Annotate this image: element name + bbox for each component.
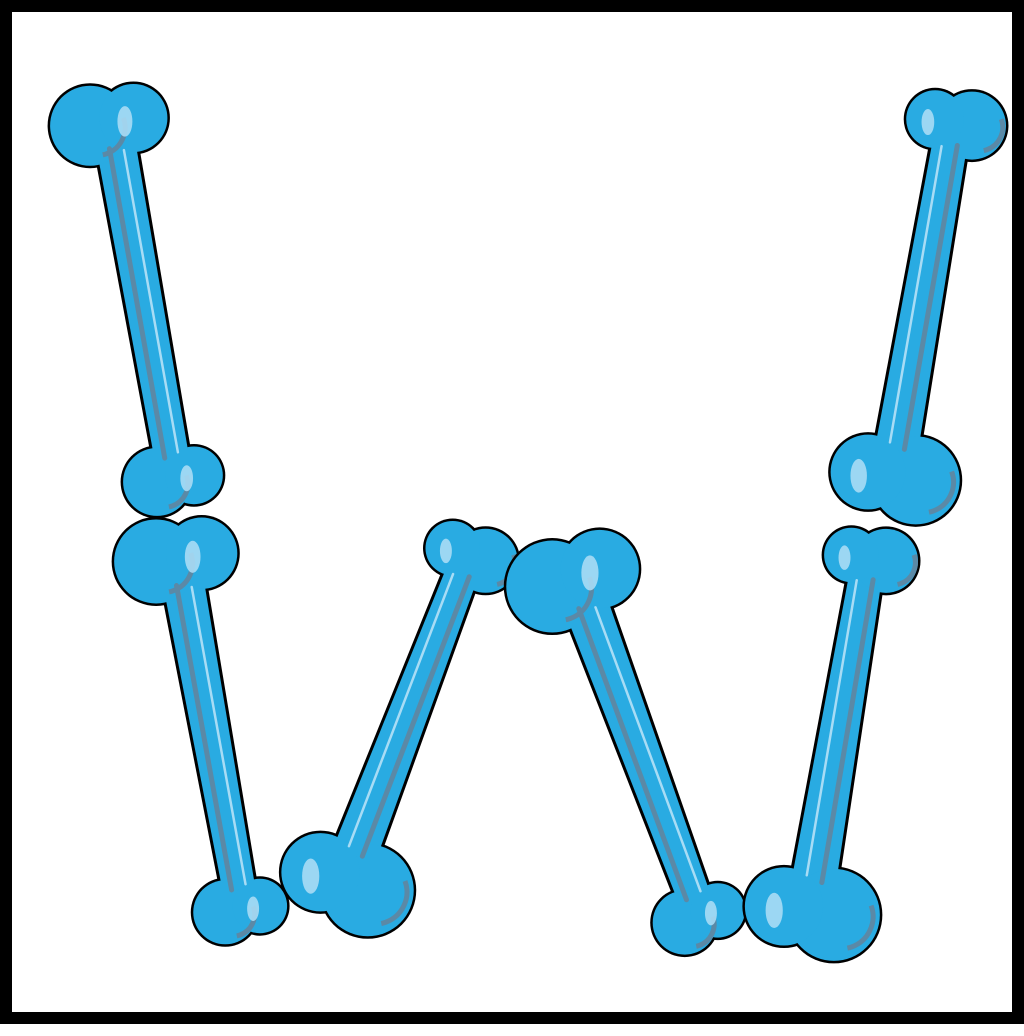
bone-shadow: [340, 857, 410, 927]
bone-shadow: [889, 448, 957, 516]
bone-knob: [744, 867, 824, 946]
bone-shadow: [868, 537, 918, 588]
bone-inner-right: [503, 527, 748, 958]
bone-knob: [165, 446, 223, 505]
bone-shaft-highlight: [347, 572, 455, 848]
bone-shaft-highlight: [805, 578, 858, 877]
bone-knob: [425, 520, 480, 576]
bone-shaft-shadow: [359, 574, 472, 859]
bone-knob: [560, 529, 639, 609]
bone-shadow: [806, 881, 876, 952]
bone-shaft-highlight: [888, 144, 943, 444]
bone-right-upper: [828, 87, 1009, 527]
bone-highlight: [439, 538, 452, 564]
bone-shaft: [318, 541, 487, 901]
bone-highlight: [581, 555, 599, 591]
bone-knob: [830, 434, 906, 510]
bone-shaft-shadow: [106, 146, 168, 461]
bone-knob: [165, 517, 238, 589]
bone-shaft-highlight: [190, 585, 247, 886]
bone-inner-left: [278, 518, 521, 939]
bone-knob: [99, 83, 168, 152]
bone-shaft-shadow: [174, 583, 235, 893]
bone-highlight: [302, 858, 320, 894]
bone-shaft-highlight: [122, 148, 180, 454]
bone-highlight: [184, 540, 201, 573]
bone-knob: [232, 878, 288, 934]
bone-letter-w: [47, 81, 1009, 964]
bone-shaft-highlight: [594, 606, 702, 893]
bone-highlight: [838, 545, 851, 570]
bone-knob: [281, 833, 360, 912]
bone-left-upper: [47, 81, 226, 519]
bone-highlight: [850, 458, 867, 493]
bone-right-lower: [742, 525, 921, 964]
bone-knob: [690, 883, 745, 938]
bone-highlight: [180, 465, 194, 492]
bone-highlight: [765, 892, 783, 928]
bone-highlight: [117, 106, 133, 137]
bone-highlight: [921, 109, 935, 136]
bone-highlight: [247, 896, 260, 921]
bone-shaft-shadow: [819, 577, 876, 886]
bone-highlight: [704, 900, 717, 926]
bone-shaft: [868, 111, 972, 491]
bone-knob: [906, 90, 965, 149]
bone-shaft-shadow: [576, 606, 689, 903]
bone-left-lower: [111, 515, 290, 947]
bone-shaft-shadow: [901, 142, 960, 452]
bone-knob: [824, 527, 879, 583]
